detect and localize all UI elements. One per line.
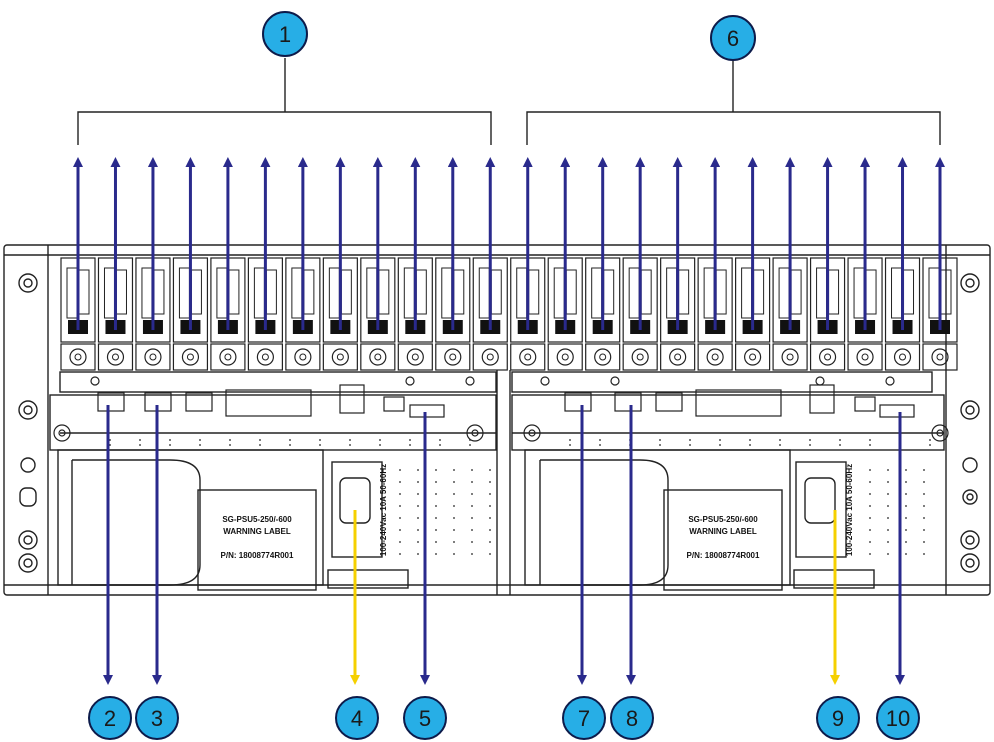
bracket-group-6 bbox=[526, 60, 941, 145]
svg-text:7: 7 bbox=[578, 706, 590, 731]
vent-pattern bbox=[109, 439, 931, 555]
right-rack-ear bbox=[960, 273, 980, 573]
svg-text:9: 9 bbox=[832, 706, 844, 731]
drive-screw bbox=[210, 343, 246, 371]
mgmt-port-3[interactable] bbox=[185, 392, 213, 412]
drive-screw-row bbox=[60, 343, 958, 371]
drive-screw bbox=[884, 343, 921, 371]
drive-screw bbox=[135, 343, 171, 371]
down-arrows bbox=[103, 405, 905, 685]
svg-text:3: 3 bbox=[151, 706, 163, 731]
svg-text:4: 4 bbox=[351, 706, 363, 731]
mgmt-port-6[interactable] bbox=[655, 392, 683, 412]
drive-screw bbox=[97, 343, 134, 371]
callout-7: 7 bbox=[562, 696, 606, 740]
svg-text:6: 6 bbox=[727, 26, 739, 51]
psu-warning-text: WARNING LABEL bbox=[223, 527, 291, 536]
svg-text:8: 8 bbox=[626, 706, 638, 731]
drive-screw bbox=[622, 343, 658, 371]
callout-8: 8 bbox=[610, 696, 654, 740]
callout-4: 4 bbox=[335, 696, 379, 740]
drive-screw bbox=[322, 343, 358, 371]
drive-screw bbox=[172, 343, 209, 371]
svg-text:10: 10 bbox=[886, 706, 910, 731]
drive-screw bbox=[397, 343, 433, 371]
callout-1: 1 bbox=[262, 11, 308, 57]
drive-screw bbox=[547, 343, 583, 371]
serial-port-right[interactable] bbox=[879, 404, 915, 418]
psu-model-text-right: SG-PSU5-250/-600 bbox=[688, 515, 758, 524]
drive-screw bbox=[60, 343, 96, 371]
psu-warning-text-right: WARNING LABEL bbox=[689, 527, 757, 536]
psu-rating-text: 100-240Vac 10A 50-60Hz bbox=[379, 464, 388, 556]
psu-model-text: SG-PSU5-250/-600 bbox=[222, 515, 292, 524]
mgmt-port-4[interactable] bbox=[564, 392, 592, 412]
drive-screw bbox=[472, 343, 508, 371]
usb-port-right[interactable] bbox=[809, 384, 835, 414]
power-inlet-right[interactable] bbox=[804, 477, 836, 524]
callout-6: 6 bbox=[710, 15, 756, 61]
drive-screw bbox=[285, 343, 321, 371]
serial-port[interactable] bbox=[409, 404, 445, 418]
drive-screw bbox=[809, 343, 846, 371]
psu-rating-text-right: 100-240Vac 10A 50-60Hz bbox=[845, 464, 854, 556]
svg-text:5: 5 bbox=[419, 706, 431, 731]
usb-port[interactable] bbox=[339, 384, 365, 414]
right-controller bbox=[523, 376, 949, 442]
psu-label-right: SG-PSU5-250/-600 WARNING LABEL P/N: 1800… bbox=[687, 464, 854, 560]
callout-5: 5 bbox=[403, 696, 447, 740]
drive-screw bbox=[660, 343, 696, 371]
psu-part-number-text-right: P/N: 18008774R001 bbox=[687, 551, 760, 560]
callout-9: 9 bbox=[816, 696, 860, 740]
bracket-group-1 bbox=[77, 58, 492, 145]
drive-bay-row bbox=[60, 257, 958, 343]
psu-part-number-text: P/N: 18008774R001 bbox=[221, 551, 294, 560]
callout-2: 2 bbox=[88, 696, 132, 740]
drive-screw bbox=[435, 343, 471, 371]
drive-screw bbox=[510, 343, 546, 371]
svg-text:2: 2 bbox=[104, 706, 116, 731]
drive-screw bbox=[360, 343, 396, 371]
drive-screw bbox=[772, 343, 808, 371]
mgmt-port-5[interactable] bbox=[614, 392, 642, 412]
callout-10: 10 bbox=[876, 696, 920, 740]
drive-screw bbox=[847, 343, 883, 371]
drive-screw bbox=[247, 343, 283, 371]
svg-text:1: 1 bbox=[279, 22, 291, 47]
drive-screw bbox=[922, 343, 958, 371]
mgmt-port-1[interactable] bbox=[97, 392, 125, 412]
left-controller bbox=[53, 376, 484, 442]
callout-3: 3 bbox=[135, 696, 179, 740]
psu-label-left: SG-PSU5-250/-600 WARNING LABEL P/N: 1800… bbox=[221, 464, 388, 560]
drive-screw bbox=[585, 343, 621, 371]
left-rack-ear bbox=[18, 273, 38, 573]
drive-arrows bbox=[73, 157, 945, 330]
psu-left bbox=[57, 449, 409, 591]
drive-screw bbox=[697, 343, 733, 371]
drive-screw bbox=[735, 343, 771, 371]
callouts: 1 6 2 3 4 5 7 8 bbox=[88, 11, 920, 740]
